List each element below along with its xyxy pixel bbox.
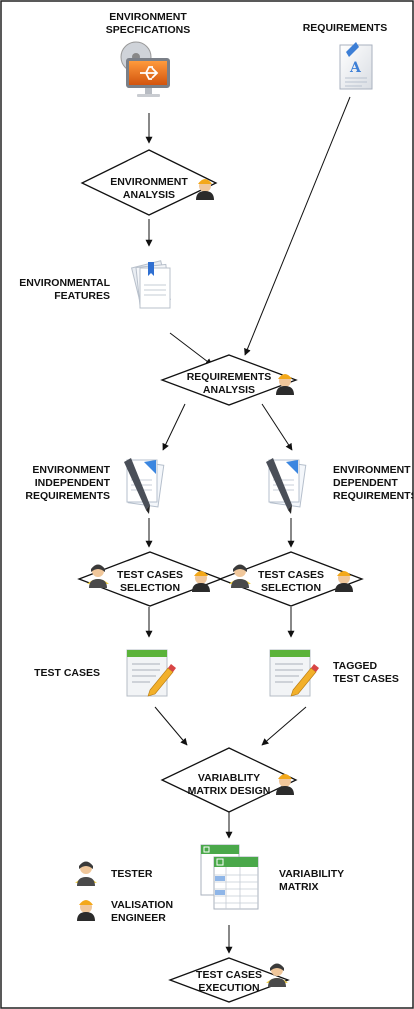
- doc-pen-icon-right: [266, 458, 307, 514]
- tester-icon-tcs-left: [87, 564, 109, 588]
- req-analysis-line-1: REQUIREMENTS: [186, 371, 272, 383]
- engineer-icon-env-analysis: [196, 179, 214, 200]
- env-spec-line-1: ENVIRONMENT: [109, 11, 187, 23]
- var-matrix-line-1: VARIABILITY: [279, 868, 345, 880]
- tagged-line-1: TAGGED: [333, 660, 378, 672]
- tagged-test-cases-label: TAGGED TEST CASES: [333, 660, 413, 686]
- legend-engineer-line-2: ENGINEER: [111, 912, 166, 924]
- arrow-req-analysis-to-dependent: [261, 403, 293, 451]
- var-matrix-line-2: MATRIX: [279, 881, 319, 893]
- tester-icon-tcs-right: [229, 564, 251, 588]
- dependent-req-label: ENVIRONMENT DEPENDENT REQUIREMENTS: [333, 464, 413, 503]
- vm-design-text: VARIABLITY MATRIX DESIGN: [174, 772, 284, 798]
- tcs-right-line-2: SELECTION: [260, 582, 322, 594]
- independent-req-line-2: INDEPENDENT: [34, 477, 110, 489]
- dependent-req-line-2: DEPENDENT: [333, 477, 398, 489]
- doc-pen-icon-left: [124, 458, 165, 514]
- engineer-icon-legend: [77, 900, 95, 921]
- independent-req-label: ENVIRONMENT INDEPENDENT REQUIREMENTS: [4, 464, 110, 503]
- tcs-left-line-1: TEST CASES: [117, 569, 183, 581]
- env-features-line-2: FEATURES: [54, 290, 110, 302]
- spreadsheet-icon: [200, 844, 259, 910]
- engineer-icon-vm-design: [276, 774, 294, 795]
- env-features-line-1: ENVIRONMENTAL: [19, 277, 110, 289]
- engineer-icon-req-analysis: [276, 374, 294, 395]
- tcs-right-text: TEST CASES SELECTION: [241, 569, 341, 595]
- engineer-icon-tcs-right: [335, 571, 353, 592]
- requirements-label: REQUIREMENTS: [300, 22, 390, 35]
- word-document-icon: A: [339, 42, 373, 90]
- tc-exec-diamond: [168, 957, 290, 1003]
- env-features-label: ENVIRONMENTAL FEATURES: [4, 277, 110, 303]
- tagged-line-2: TEST CASES: [333, 673, 399, 685]
- arrow-tagged-to-vm-design: [261, 706, 307, 746]
- vm-design-diamond: [160, 747, 298, 813]
- req-analysis-line-2: ANALYSIS: [202, 384, 256, 396]
- independent-req-line-3: REQUIREMENTS: [25, 490, 110, 502]
- tcs-left-text: TEST CASES SELECTION: [100, 569, 200, 595]
- env-analysis-diamond: [80, 149, 218, 216]
- svg-text:A: A: [349, 60, 362, 76]
- env-analysis-line-1: ENVIRONMENT: [110, 176, 188, 188]
- env-analysis-text: ENVIRONMENT ANALYSIS: [99, 176, 199, 202]
- req-analysis-diamond: [160, 354, 298, 406]
- notepad-icon-left: [126, 649, 176, 697]
- legend-engineer-line-1: VALISATION: [111, 899, 174, 911]
- test-cases-line-1: TEST CASES: [34, 667, 100, 679]
- flow-arrows: [145, 96, 351, 954]
- tc-exec-text: TEST CASES EXECUTION: [179, 969, 279, 995]
- test-cases-label: TEST CASES: [20, 667, 100, 680]
- env-analysis-line-2: ANALYSIS: [122, 189, 176, 201]
- usb-monitor-icon: [120, 41, 170, 97]
- env-spec-line-2: SPECFICATIONS: [105, 24, 191, 36]
- dependent-req-line-3: REQUIREMENTS: [333, 490, 413, 502]
- vm-design-line-2: MATRIX DESIGN: [187, 785, 271, 797]
- stacked-papers-icon: [130, 260, 171, 309]
- notepad-icon-right: [269, 649, 319, 697]
- arrow-requirements-to-req-analysis: [244, 96, 351, 356]
- env-spec-label: ENVIRONMENT SPECFICATIONS: [98, 11, 198, 37]
- arrow-test-cases-to-vm-design: [154, 706, 188, 746]
- independent-req-line-1: ENVIRONMENT: [32, 464, 110, 476]
- arrow-features-to-req-analysis: [169, 332, 213, 366]
- arrow-req-analysis-to-independent: [162, 403, 186, 451]
- tester-icon-legend: [75, 861, 97, 886]
- decision-diamonds: [77, 149, 364, 1003]
- tcs-right-line-1: TEST CASES: [258, 569, 324, 581]
- variability-matrix-label: VARIABILITY MATRIX: [279, 868, 369, 894]
- tc-exec-line-1: TEST CASES: [196, 969, 262, 981]
- vm-design-line-1: VARIABLITY: [197, 772, 261, 784]
- legend-tester-label: TESTER: [111, 868, 191, 881]
- requirements-line-1: REQUIREMENTS: [302, 22, 388, 34]
- tester-icon-tc-exec: [266, 963, 288, 987]
- legend-tester-line: TESTER: [111, 868, 153, 880]
- dependent-req-line-1: ENVIRONMENT: [333, 464, 411, 476]
- engineer-icon-tcs-left: [192, 571, 210, 592]
- tcs-left-line-2: SELECTION: [119, 582, 181, 594]
- legend-engineer-label: VALISATION ENGINEER: [111, 899, 201, 925]
- tc-exec-line-2: EXECUTION: [198, 982, 260, 994]
- req-analysis-text: REQUIREMENTS ANALYSIS: [179, 371, 279, 397]
